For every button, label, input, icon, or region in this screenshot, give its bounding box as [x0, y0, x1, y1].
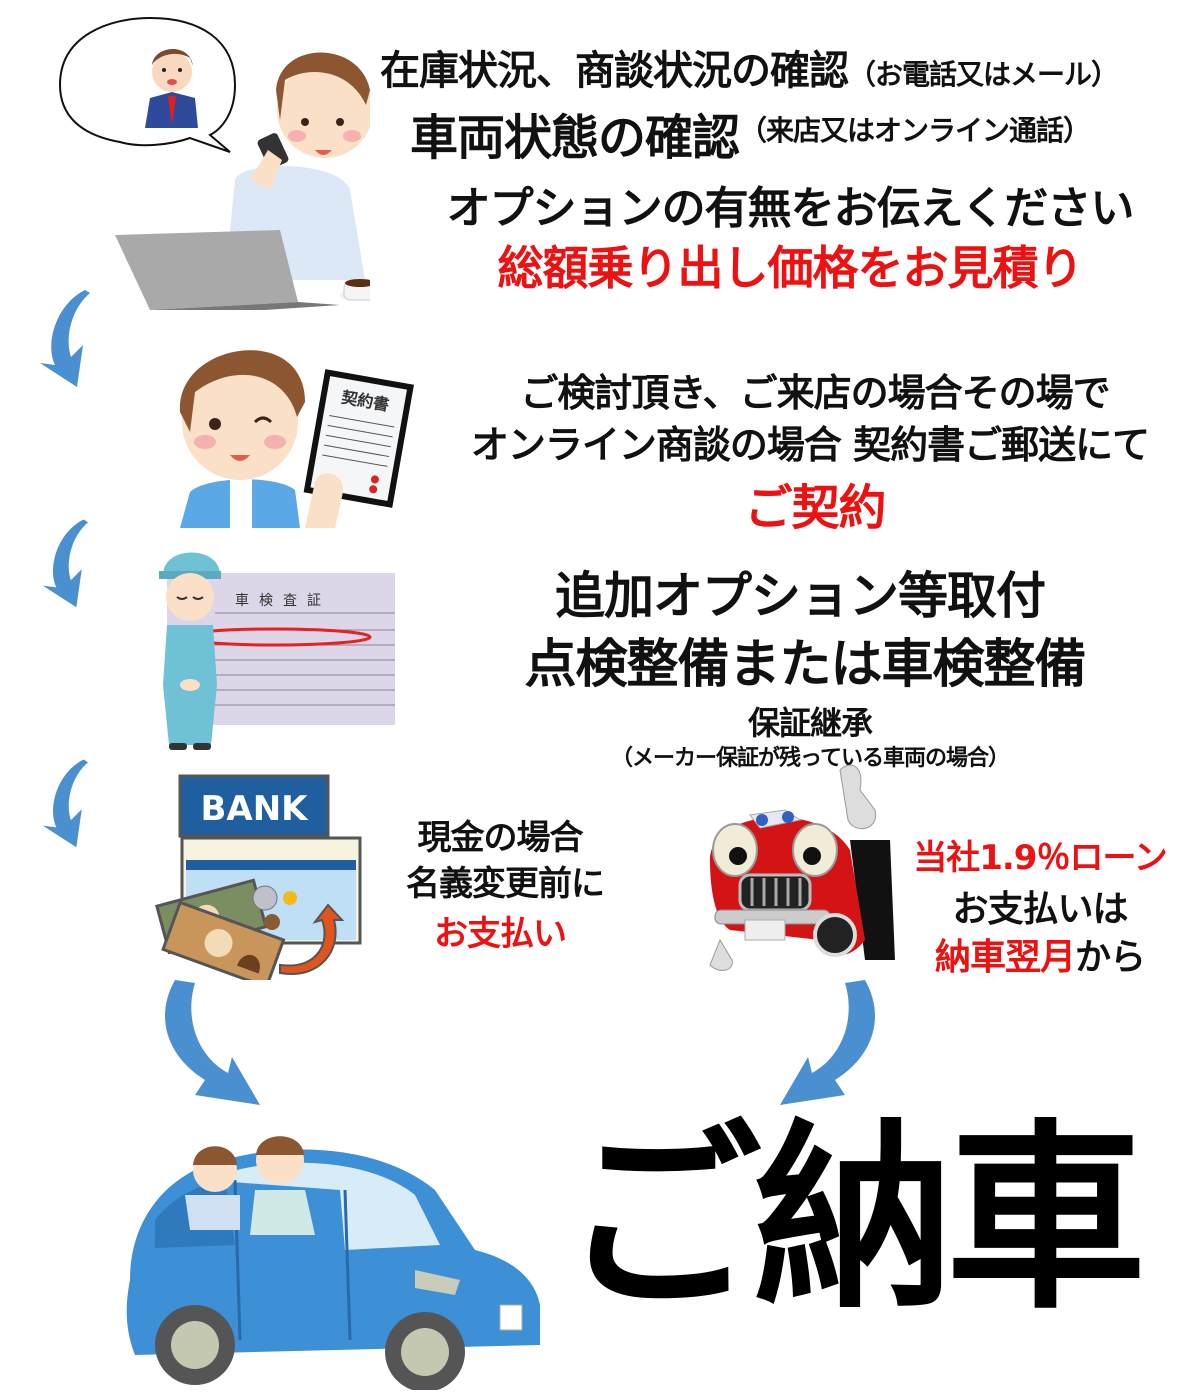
- loan-start-highlight: 納車翌月: [934, 937, 1076, 978]
- step1-line1: 在庫状況、商談状況の確認（お電話又はメール）: [380, 38, 1200, 96]
- down-arrow-icon: [40, 290, 90, 387]
- car-mascot-illustration: [690, 760, 900, 980]
- bank-label: BANK: [200, 789, 309, 829]
- family-in-car-icon: [126, 1136, 540, 1392]
- step2-line2: オンライン商談の場合 契約書ご郵送にて: [470, 423, 1150, 467]
- step2-contract-highlight: ご契約: [744, 480, 886, 536]
- cash-line2: 名義変更前に: [406, 864, 605, 904]
- down-arrow-icon: [42, 759, 89, 848]
- step1-line2-paren: （来店又はオンライン通話）: [739, 114, 1091, 147]
- step1-line2-main: 車両状態の確認: [410, 110, 740, 166]
- step2-line1: ご検討頂き、ご来店の場合その場で: [520, 371, 1110, 415]
- cash-payment-highlight: お支払い: [434, 914, 567, 954]
- step1-line3: オプションの有無をお伝えください: [446, 183, 1135, 234]
- down-left-arrow-icon: [780, 980, 875, 1105]
- bank-illustration: BANK: [150, 770, 370, 989]
- man-holding-contract-icon: 契約書: [179, 350, 414, 528]
- delivery-title: ご納車: [561, 1103, 1146, 1336]
- loan-line2: お支払いは: [952, 889, 1128, 930]
- certificate-label: 車検査証: [235, 592, 331, 609]
- step3-line2: 点検整備または車検整備: [524, 635, 1086, 695]
- loan-start-suffix: から: [1075, 937, 1146, 978]
- step3-illustration: 車検査証: [155, 545, 405, 755]
- step3-line1: 追加オプション等取付: [555, 567, 1046, 625]
- cash-line1: 現金の場合: [417, 818, 584, 858]
- step1-illustration: [50, 10, 380, 315]
- down-right-arrow-icon: [165, 980, 260, 1105]
- step1-estimate-highlight: 総額乗り出し価格をお見積り: [497, 241, 1084, 295]
- step3-warranty-note: （メーカー保証が残っている車両の場合）: [611, 746, 1010, 771]
- loan-line3: 納車翌月から: [880, 928, 1200, 980]
- step2-illustration: 契約書: [175, 322, 415, 528]
- step1-line2: 車両状態の確認（来店又はオンライン通話）: [410, 98, 1200, 168]
- mechanic-with-certificate-icon: 車検査証: [159, 552, 395, 750]
- step1-line1-paren: （お電話又はメール）: [848, 58, 1119, 91]
- step3-warranty: 保証継承: [747, 704, 873, 742]
- bank-icon: BANK: [155, 774, 362, 989]
- delivery-car-illustration: [115, 1130, 550, 1392]
- loan-rate-highlight: 当社1.9％ローン: [913, 838, 1168, 878]
- man-on-phone-icon: [58, 16, 380, 315]
- down-arrow-icon: [42, 519, 89, 608]
- car-mascot-icon: [709, 764, 895, 971]
- step1-line1-main: 在庫状況、商談状況の確認: [380, 48, 849, 94]
